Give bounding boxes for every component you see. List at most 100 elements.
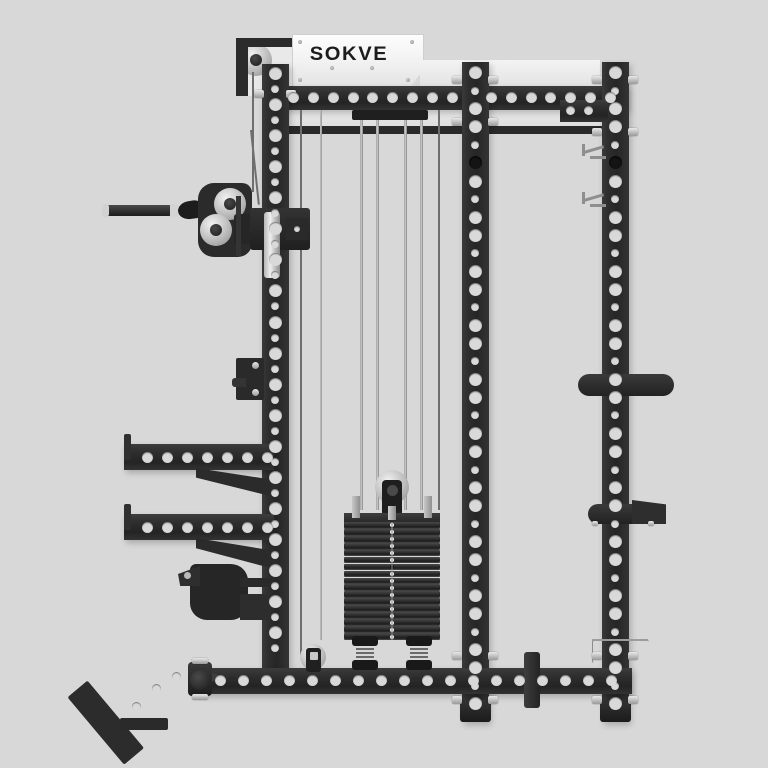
top-beam-holes	[276, 86, 628, 108]
top-left-pulley-frame	[236, 38, 248, 96]
band-peg-upper-arm	[590, 156, 606, 159]
safety-arm-hole	[242, 522, 253, 533]
stack-guide-right	[424, 496, 432, 518]
barbell-holder[interactable]	[524, 652, 540, 708]
upright-hole	[471, 681, 479, 690]
beam-hole	[605, 674, 617, 686]
stack-selector-rod	[388, 506, 396, 520]
beam-hole	[536, 674, 548, 686]
upright-hole	[468, 607, 482, 621]
base-foot-hole	[172, 672, 181, 681]
guide-rod	[360, 120, 363, 510]
upright-hole	[471, 573, 479, 582]
safety-arm-hole	[182, 452, 193, 463]
cable	[300, 110, 302, 655]
upright-hole	[608, 607, 622, 621]
upright-collar-bolt	[488, 118, 498, 126]
upright-hole	[611, 627, 619, 636]
upright-hole	[268, 284, 282, 298]
beam-hole	[446, 91, 458, 103]
upright-hole	[611, 140, 619, 149]
safety-arm-hole	[242, 452, 253, 463]
upright-hole	[608, 553, 622, 567]
upright-hole	[471, 357, 479, 366]
beam-hole	[486, 91, 498, 103]
upright-hole	[608, 156, 622, 170]
j-hook-bolt	[252, 362, 259, 369]
upright-hole	[611, 357, 619, 366]
upright-hole	[468, 210, 482, 224]
upright-hole	[611, 86, 619, 95]
upright-hole	[468, 481, 482, 495]
cable-handle-bar[interactable]	[104, 205, 174, 216]
upright-hole	[271, 302, 279, 311]
upright-collar-bolt	[488, 696, 498, 704]
stack-bumper-spring-right	[410, 642, 428, 664]
upright-hole	[611, 681, 619, 690]
upright-hole	[608, 535, 622, 549]
beam-hole	[444, 674, 456, 686]
upright-hole	[608, 264, 622, 278]
safety-arm-hole	[262, 452, 273, 463]
beam-hole	[307, 674, 319, 686]
weight-stack[interactable]	[344, 522, 440, 640]
plate-screw	[298, 78, 302, 82]
upright-collar-bolt	[628, 128, 638, 136]
upright-hole	[268, 470, 282, 484]
upright-hole	[608, 445, 622, 458]
top-beam-cable-mount	[352, 110, 428, 120]
upright-hole	[608, 210, 622, 224]
upright-hole	[608, 282, 622, 296]
guide-rod	[376, 120, 379, 510]
upright-hole	[608, 697, 622, 711]
safety-arm-hole	[182, 522, 193, 533]
cable-to-top-pulley	[252, 72, 254, 192]
beam-hole	[387, 91, 399, 103]
safety-arm-hole	[162, 452, 173, 463]
upright-hole	[271, 364, 279, 373]
upright-hole	[271, 240, 279, 249]
upright-hole	[271, 457, 279, 466]
beam-hole	[308, 91, 320, 103]
upright-collar-bolt	[452, 652, 462, 660]
upright-hole	[468, 282, 482, 296]
mid-upright-holes	[462, 62, 488, 722]
right-cross-beam-hole	[584, 106, 593, 115]
upright-hole	[268, 439, 282, 453]
upright-hole	[268, 502, 282, 516]
upright-hole	[268, 160, 282, 174]
upright-foot-mid	[460, 700, 491, 722]
wire-safety-hook-bar	[592, 639, 648, 641]
upright-foot-right	[600, 700, 631, 722]
beam-hole	[215, 674, 227, 686]
upright-hole	[271, 333, 279, 342]
upright-hole	[468, 102, 482, 116]
upright-hole	[468, 643, 482, 657]
beam-hole	[376, 674, 388, 686]
upright-hole	[611, 519, 619, 528]
carriage-arm-hole	[294, 226, 300, 232]
upright-hole	[271, 271, 279, 280]
upright-hole	[271, 520, 279, 529]
bottom-beam-holes	[200, 668, 632, 692]
upright-hole	[271, 582, 279, 591]
upright-hole	[608, 66, 622, 80]
beam-hole	[582, 674, 594, 686]
upright-hole	[271, 209, 279, 218]
plate-screw	[406, 78, 410, 82]
upright-hole	[271, 147, 279, 156]
upright-hole	[611, 249, 619, 258]
beam-hole	[284, 674, 296, 686]
upright-hole	[468, 336, 482, 350]
upright-hole	[471, 465, 479, 474]
upright-collar-bolt	[592, 128, 602, 136]
stack-bumper-top-right	[406, 636, 432, 646]
dip-handle-upper[interactable]	[578, 374, 674, 396]
upright-hole	[268, 253, 282, 267]
beam-hole	[327, 91, 339, 103]
j-hook-bolt	[252, 389, 259, 396]
upright-hole	[271, 644, 279, 653]
upright-collar-bolt	[592, 652, 602, 660]
stack-bumper-spring-left	[356, 642, 374, 664]
beam-hole	[367, 91, 379, 103]
